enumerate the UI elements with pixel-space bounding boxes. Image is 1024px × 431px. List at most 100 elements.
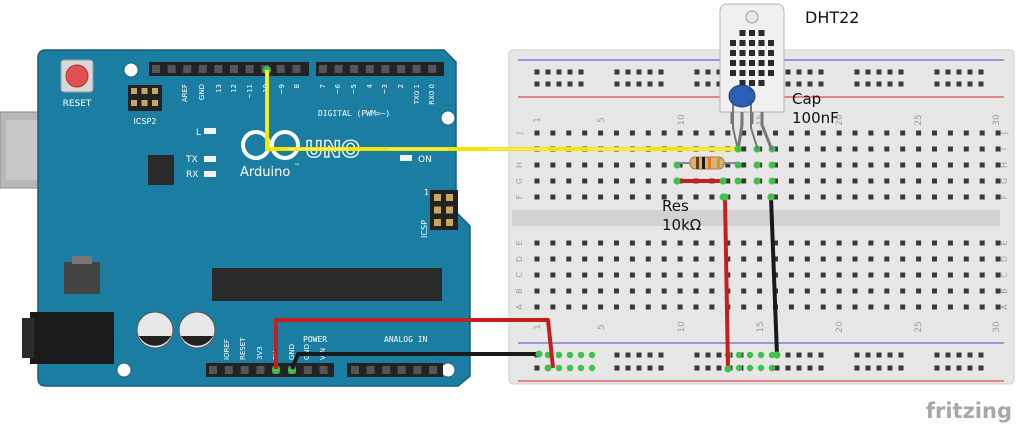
header-pin <box>256 366 265 374</box>
breadboard-hole <box>979 178 985 184</box>
breadboard-hole <box>900 240 906 246</box>
rail-hole <box>614 81 620 87</box>
row-label: B <box>1000 288 1009 294</box>
breadboard-hole <box>820 162 826 168</box>
rail-hole <box>796 69 802 75</box>
power-jack <box>22 312 114 364</box>
breadboard-hole <box>963 256 969 262</box>
breadboard-hole <box>661 130 667 136</box>
analog-label: ANALOG IN <box>384 335 428 344</box>
wire-end <box>544 364 552 372</box>
rail-hole <box>705 365 711 371</box>
rail-hole <box>898 69 904 75</box>
col-label: 20 <box>835 321 845 333</box>
rail-hole <box>865 365 871 371</box>
breadboard-hole <box>916 178 922 184</box>
usb-chip <box>148 155 174 185</box>
breadboard-hole <box>614 240 619 246</box>
icsp2-pin <box>141 100 148 106</box>
row-label: H <box>515 162 524 168</box>
header-pin <box>413 366 422 374</box>
breadboard-hole <box>852 146 858 152</box>
breadboard-hole <box>788 194 794 200</box>
rail-hole <box>785 69 791 75</box>
rail-hole <box>636 81 642 87</box>
digital-pin-label: 2 <box>397 84 405 88</box>
breadboard-hole <box>693 256 699 262</box>
sensor-vent <box>768 40 774 46</box>
rail-hole <box>865 352 871 358</box>
breadboard-hole <box>900 130 906 136</box>
breadboard-hole <box>741 130 747 136</box>
row-label: I <box>1000 148 1009 150</box>
breadboard-hole <box>550 256 556 262</box>
breadboard-hole <box>741 288 747 294</box>
rail-hole <box>785 352 791 358</box>
breadboard-hole <box>534 288 540 294</box>
breadboard-hole <box>963 272 969 278</box>
rail-hole <box>978 69 984 75</box>
header-pin <box>382 366 391 374</box>
breadboard-hole <box>916 240 922 246</box>
rail-hole <box>614 365 620 371</box>
microcontroller-chip <box>212 268 442 301</box>
rail-hole <box>705 352 711 358</box>
column-numbers-bottom: 1 5 10 15 20 25 30 <box>533 321 1002 333</box>
connected-rail-hole <box>555 351 563 359</box>
rail-hole <box>614 352 620 358</box>
breadboard-hole <box>757 272 763 278</box>
rail-hole <box>796 81 802 87</box>
header-pin <box>397 366 406 374</box>
sensor-vent <box>758 30 765 36</box>
breadboard-hole <box>693 194 699 200</box>
reset-button[interactable] <box>60 59 94 93</box>
breadboard-hole <box>900 256 906 262</box>
breadboard-hole <box>916 304 922 310</box>
breadboard-hole <box>677 288 683 294</box>
col-label: 1 <box>533 117 543 123</box>
row-label: E <box>515 240 524 245</box>
rail-hole <box>625 69 631 75</box>
icsp-label: ICSP <box>420 220 429 238</box>
digital-pin-label: ~5 <box>350 84 358 94</box>
icsp2-pin <box>131 88 137 94</box>
rail-hole <box>818 352 824 358</box>
digital-pin-label: 8 <box>293 84 301 88</box>
connected-hole <box>768 161 776 169</box>
breadboard-hole <box>963 288 969 294</box>
breadboard-hole <box>963 146 969 152</box>
connected-rail-hole <box>768 351 776 359</box>
breadboard-hole <box>804 146 810 152</box>
breadboard-hole <box>614 256 619 262</box>
breadboard-hole <box>852 304 858 310</box>
breadboard-hole <box>550 194 556 200</box>
breadboard-hole <box>741 272 747 278</box>
col-label: 1 <box>533 324 543 330</box>
breadboard-hole <box>884 194 890 200</box>
connected-rail-hole <box>735 364 743 372</box>
breadboard-hole <box>741 146 747 152</box>
breadboard-hole <box>995 162 1001 168</box>
breadboard-hole <box>788 304 794 310</box>
breadboard-hole <box>629 194 635 200</box>
ground-wire-rail <box>769 196 779 356</box>
breadboard-hole <box>629 288 635 294</box>
rail-hole <box>614 69 620 75</box>
breadboard-hole <box>661 240 667 246</box>
breadboard-hole <box>582 130 588 136</box>
icsp2-label: ICSP2 <box>134 117 157 126</box>
breadboard-hole <box>598 162 604 168</box>
rail-hole <box>945 365 951 371</box>
sensor-vent <box>749 30 755 36</box>
breadboard-hole <box>995 256 1001 262</box>
rail-hole <box>556 81 562 87</box>
breadboard-hole <box>550 130 556 136</box>
icsp2-header <box>128 85 162 111</box>
row-label: A <box>1000 304 1009 310</box>
breadboard-hole <box>836 194 842 200</box>
led-on-label: ON <box>418 155 432 165</box>
board-pcb <box>37 49 471 387</box>
breadboard-hole <box>947 240 953 246</box>
breadboard-hole <box>788 162 794 168</box>
col-label: 5 <box>597 324 607 330</box>
